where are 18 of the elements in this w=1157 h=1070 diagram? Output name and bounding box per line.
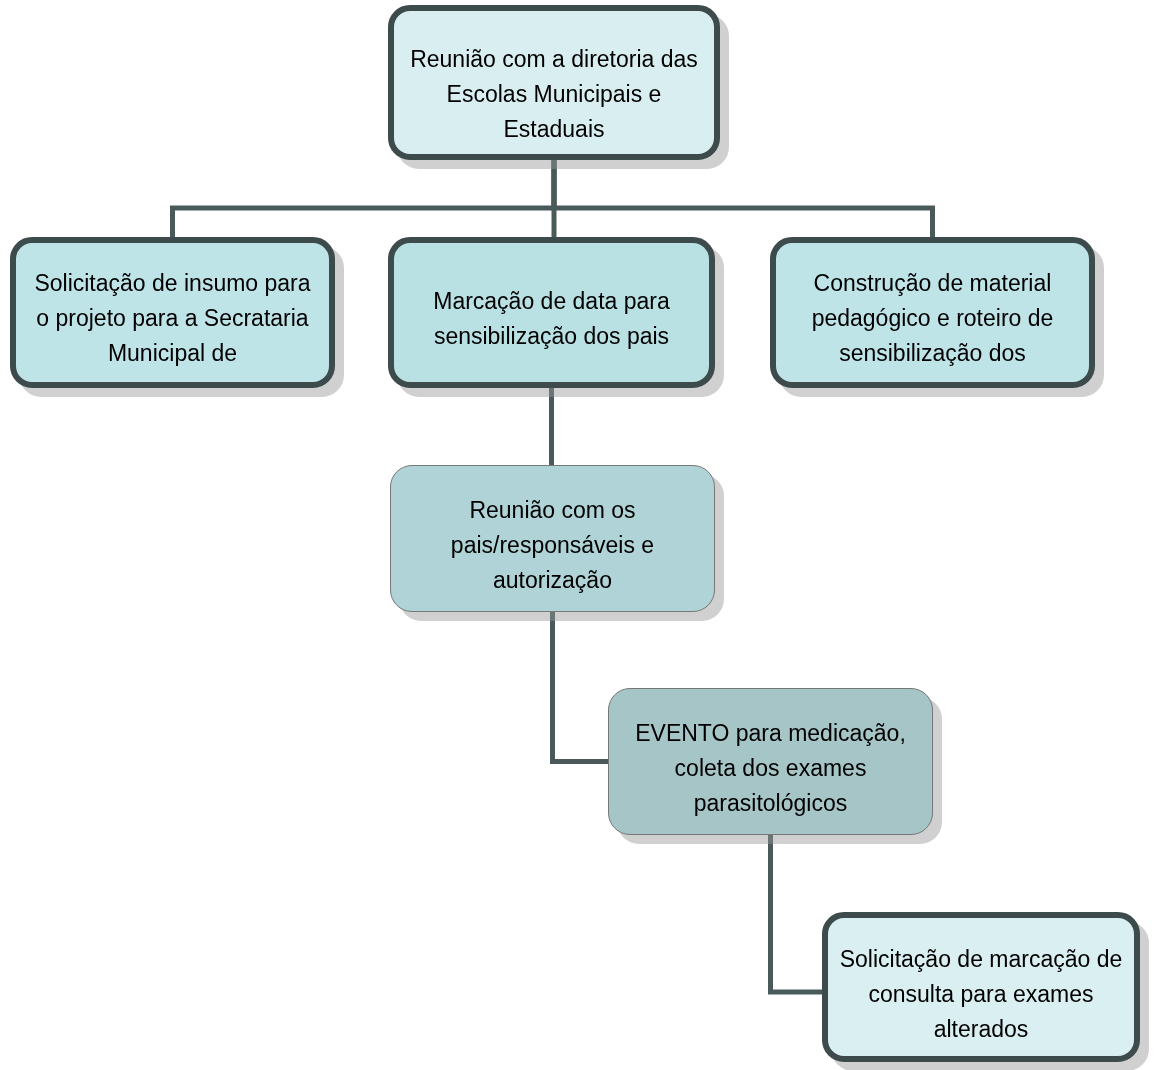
process-box	[10, 237, 335, 388]
connector-line	[550, 612, 608, 764]
process-box	[388, 237, 715, 388]
box-text: Construção de material pedagógico e roteiro de sensibilização dos	[810, 269, 1055, 368]
process-box	[608, 688, 933, 835]
box-text: Solicitação de insumo para o projeto para a Secrataria Municipal de	[33, 269, 312, 368]
box-text: Reunião com a diretoria das Escolas Municipais e Estaduais	[409, 45, 699, 144]
connector-line	[768, 835, 822, 995]
box-text: EVENTO para medicação, coleta dos exames parasitológicos	[634, 719, 907, 818]
connector-line	[551, 160, 935, 237]
box-text: Solicitação de marcação de consulta para exames alterados	[838, 944, 1124, 1044]
process-box	[822, 912, 1140, 1062]
process-box	[390, 465, 715, 612]
box-text: Reunião com os pais/responsáveis e autorização	[449, 496, 656, 595]
process-box	[388, 5, 720, 160]
process-box	[770, 237, 1095, 388]
box-text: Marcação de data para sensibilização dos pais	[432, 286, 671, 351]
connector-line	[549, 388, 554, 465]
